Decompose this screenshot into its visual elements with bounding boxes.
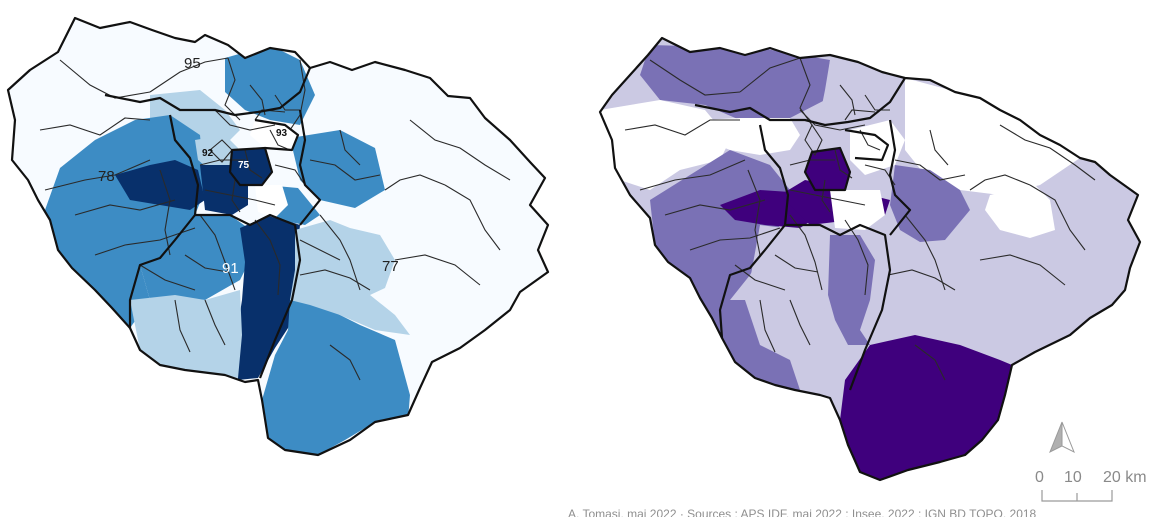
scale-bar: 0 10 20 km [1035,469,1147,502]
north-arrow-icon [1049,421,1075,454]
left-zone-75 [230,148,272,185]
left-zone-91-south [130,290,242,378]
right-zone-77-west [890,165,970,242]
scale-tick-10: 10 [1064,469,1082,486]
right-map [598,36,1142,482]
dept-label-91: 91 [222,260,239,277]
right-zone-77-center [985,185,1055,238]
right-zone-91-north [745,225,840,360]
dept-label-75: 75 [238,160,250,171]
scale-tick-20: 20 km [1103,469,1147,486]
left-zone-91-north [140,215,250,300]
right-zone-north-west [700,118,800,155]
left-department-labels: 95 93 92 75 94 78 91 77 [98,55,399,277]
right-zone-91-east [828,235,875,345]
scale-bar-line [1041,490,1113,502]
left-zone-77-south [262,300,410,455]
right-zone-77-north [905,78,1080,195]
left-zone-91-east [235,215,300,380]
right-department-borders [598,36,1142,482]
right-zone-77-south [840,335,1012,480]
dept-label-95: 95 [184,55,201,72]
left-map: 95 93 92 75 94 78 91 77 [6,16,550,457]
dept-label-92: 92 [202,148,214,159]
left-zone-93-east [290,130,385,208]
dept-label-78: 78 [98,168,115,185]
dept-label-77: 77 [382,258,399,275]
right-zone-78-north [600,100,730,190]
dept-label-94: 94 [267,190,279,201]
source-credit: A. Tomasi, mai 2022 · Sources : APS IDF,… [568,507,1037,517]
left-department-borders [6,16,550,457]
left-commune-borders [39,57,511,381]
left-zone-92-north [195,135,238,172]
right-zone-95-east [820,60,895,128]
scale-tick-0: 0 [1035,469,1044,486]
left-zone-95-south [225,45,315,125]
left-zone-94 [255,185,288,218]
right-zone-91-west [720,300,800,390]
dept-label-93: 93 [276,128,288,139]
left-zone-78-east [115,160,205,210]
right-zone-94 [830,190,885,230]
right-zone-75 [805,148,850,190]
right-commune-borders [624,57,1096,381]
